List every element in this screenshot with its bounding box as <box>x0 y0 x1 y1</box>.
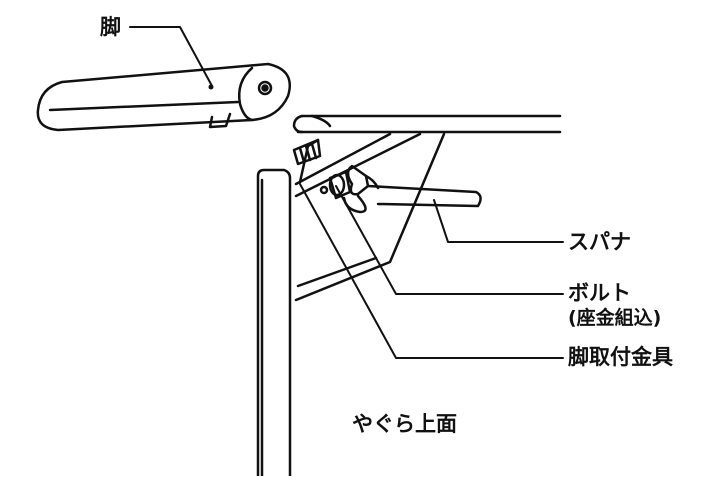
label-leg: 脚 <box>100 15 121 39</box>
table-top <box>292 114 562 134</box>
label-bolt-note: (座金組込) <box>568 307 662 329</box>
leg-bracket <box>294 132 446 302</box>
label-frame-top: やぐら上面 <box>352 412 457 436</box>
label-bolt: ボルト <box>568 281 631 305</box>
label-spanner: スパナ <box>568 230 631 254</box>
leader-lines <box>129 26 564 359</box>
spanner-tool <box>342 164 482 214</box>
leg-part <box>36 62 291 132</box>
leg-post <box>256 168 292 478</box>
label-leg-bracket: 脚取付金具 <box>568 345 673 369</box>
bolt-with-washer <box>319 170 352 200</box>
bolt-stub <box>292 138 322 166</box>
